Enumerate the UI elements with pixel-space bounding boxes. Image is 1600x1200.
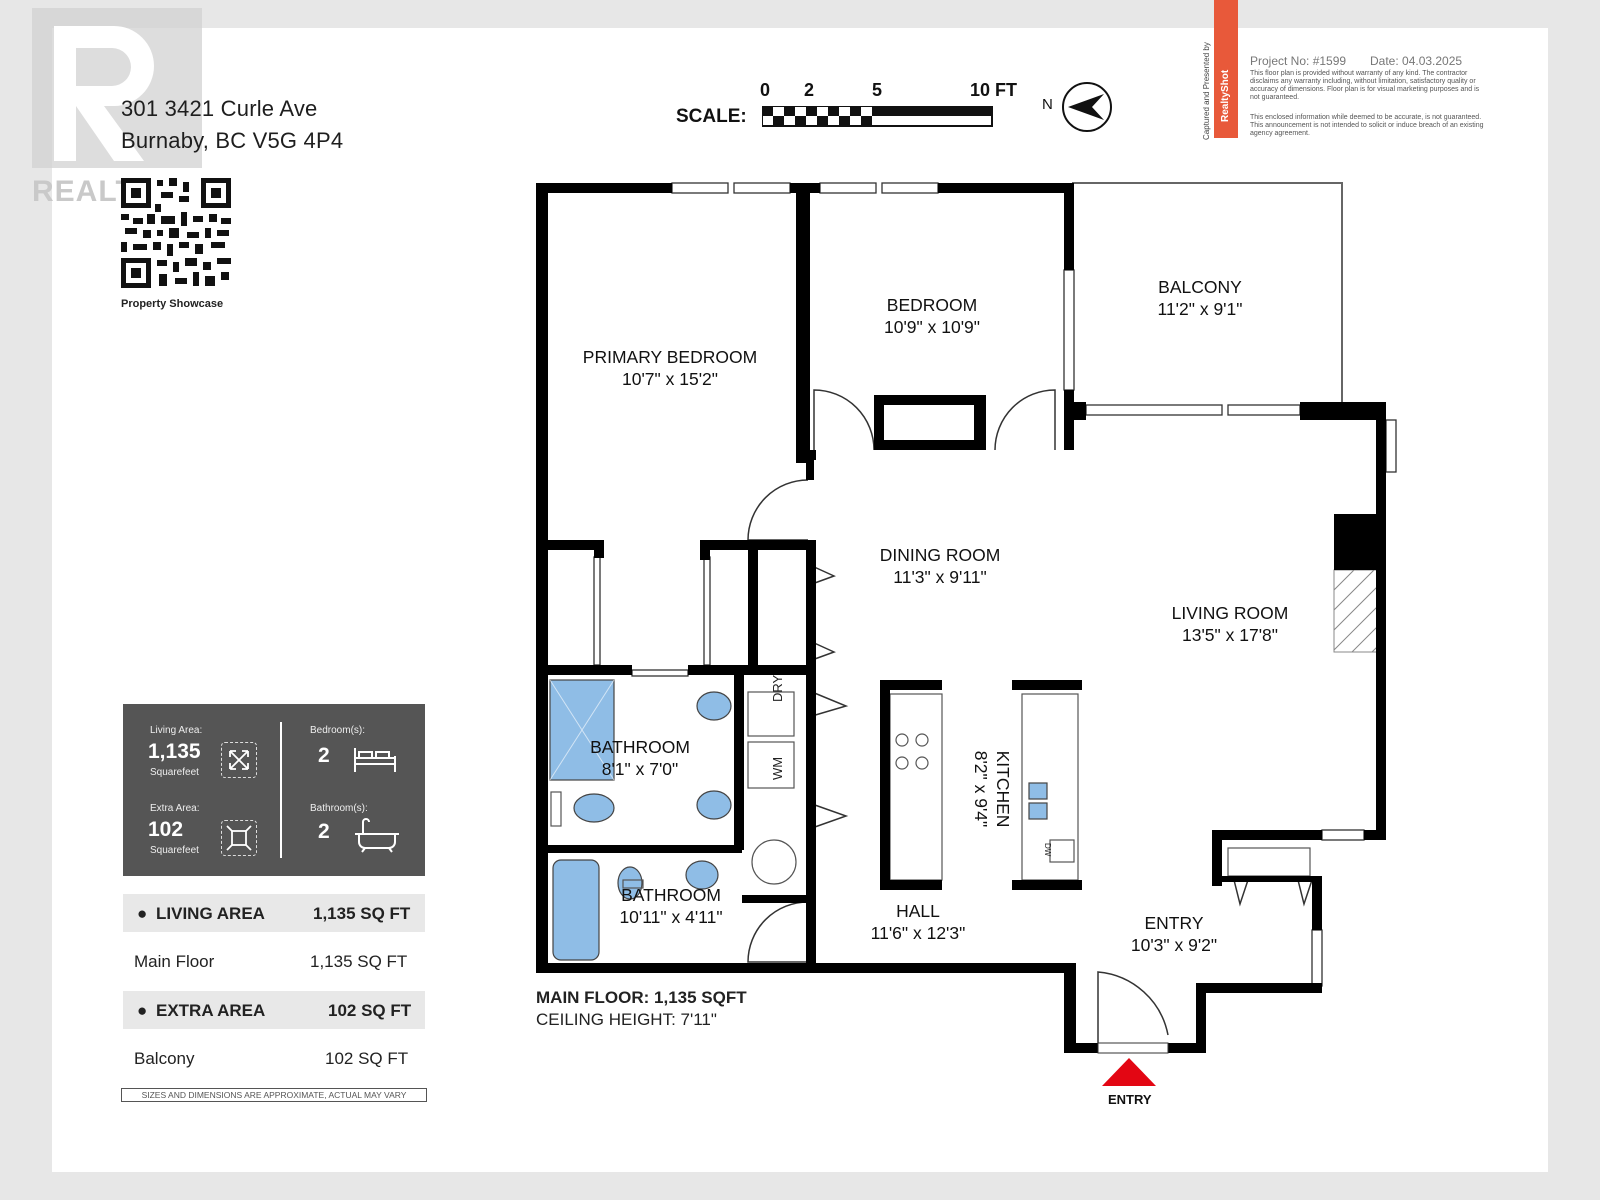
north-arrow-icon bbox=[1062, 82, 1112, 132]
stats-divider bbox=[280, 722, 282, 858]
scale-bar bbox=[762, 106, 993, 127]
scale-tick: 2 bbox=[804, 80, 815, 100]
expand-icon bbox=[221, 742, 257, 778]
scale-tick: 5 bbox=[872, 80, 883, 100]
sink-fixture bbox=[696, 790, 732, 820]
room-hall: HALL 11'6" x 12'3" bbox=[848, 900, 988, 944]
extra-area-header: EXTRA AREA bbox=[156, 1001, 265, 1021]
realtyshot-brand-bar[interactable] bbox=[1214, 0, 1238, 138]
room-living-room: LIVING ROOM 13'5" x 17'8" bbox=[1150, 602, 1310, 646]
room-dims: 8'1" x 7'0" bbox=[601, 759, 679, 779]
dryer-label: DRY bbox=[770, 674, 785, 702]
bathrooms-label: Bathroom(s): bbox=[310, 803, 368, 814]
living-area-value: 1,135 bbox=[148, 740, 201, 763]
bathtub-fixture bbox=[552, 859, 600, 961]
room-name: LIVING ROOM bbox=[1171, 603, 1289, 623]
balcony-outline bbox=[1072, 182, 1343, 402]
room-name: BATHROOM bbox=[621, 885, 721, 905]
room-bedroom: BEDROOM 10'9" x 10'9" bbox=[862, 294, 1002, 338]
extra-area-header-row bbox=[123, 991, 425, 1029]
north-label: N bbox=[1042, 96, 1053, 113]
entry-arrow-icon bbox=[1102, 1058, 1156, 1086]
scale-tick: 0 bbox=[760, 80, 771, 100]
dishwasher-label: DW bbox=[1043, 843, 1052, 857]
room-name: BATHROOM bbox=[590, 737, 690, 757]
sink-fixture bbox=[685, 860, 719, 890]
scale-tick: 10 FT bbox=[970, 80, 1018, 100]
bed-icon bbox=[354, 748, 396, 772]
living-area-header: LIVING AREA bbox=[156, 904, 265, 924]
extra-area-value: 102 bbox=[148, 818, 184, 841]
stats-panel: Living Area: 1,135 Squarefeet Extra Area… bbox=[123, 704, 425, 876]
sink-fixture bbox=[696, 691, 732, 721]
project-number: Project No: #1599 bbox=[1250, 54, 1347, 68]
balcony-value: 102 SQ FT bbox=[325, 1049, 409, 1068]
ceiling-height-caption: CEILING HEIGHT: 7'11" bbox=[536, 1010, 717, 1029]
room-dims: 11'2" x 9'1" bbox=[1157, 299, 1243, 319]
room-name: BALCONY bbox=[1158, 277, 1242, 297]
main-floor-label: Main Floor bbox=[134, 952, 215, 971]
living-area-total-text: 1,135 SQ FT bbox=[313, 904, 411, 923]
bathtub-icon bbox=[355, 818, 399, 853]
realtyshot-disclaimer-1: This floor plan is provided without warr… bbox=[1250, 70, 1480, 101]
balcony-label: Balcony bbox=[134, 1049, 195, 1068]
living-area-total: 1,135 SQ FT bbox=[313, 904, 410, 924]
extra-area-total-text: 102 SQ FT bbox=[328, 1001, 412, 1020]
bedrooms-value: 2 bbox=[318, 744, 330, 767]
extra-area-label: Extra Area: bbox=[150, 803, 200, 814]
room-kitchen: KITCHEN 8'2" x 9'4" bbox=[970, 725, 1014, 853]
room-name: PRIMARY BEDROOM bbox=[582, 347, 758, 367]
room-bathroom-1: BATHROOM 8'1" x 7'0" bbox=[570, 736, 710, 780]
qr-label: Property Showcase bbox=[121, 298, 224, 310]
room-bathroom-2: BATHROOM 10'11" x 4'11" bbox=[596, 884, 746, 928]
room-name: KITCHEN bbox=[993, 750, 1013, 828]
living-area-bullet: ● bbox=[137, 904, 148, 923]
room-dims: 13'5" x 17'8" bbox=[1182, 625, 1278, 645]
extra-area-total: 102 SQ FT bbox=[328, 1001, 411, 1021]
qr-code-icon[interactable] bbox=[121, 178, 231, 288]
washer-label: WM bbox=[770, 756, 785, 780]
extra-area-unit: Squarefeet bbox=[150, 845, 199, 856]
living-area-unit: Squarefeet bbox=[150, 767, 199, 778]
size-disclaimer: SIZES AND DIMENSIONS ARE APPROXIMATE, AC… bbox=[121, 1088, 427, 1102]
room-name: ENTRY bbox=[1144, 913, 1204, 933]
realtyshot-disclaimer-2: This enclosed information while deemed t… bbox=[1250, 114, 1484, 137]
realtor-r-logo bbox=[32, 8, 202, 168]
kitchen-sink-fixture bbox=[1028, 782, 1048, 800]
extra-area-header-text: EXTRA AREA bbox=[156, 1001, 266, 1020]
living-area-label: Living Area: bbox=[150, 725, 203, 736]
living-area-header-text: LIVING AREA bbox=[156, 904, 265, 923]
scale-label: SCALE: bbox=[676, 106, 747, 127]
room-dims: 11'6" x 12'3" bbox=[870, 923, 966, 943]
room-entry: ENTRY 10'3" x 9'2" bbox=[1104, 912, 1244, 956]
toilet-fixture bbox=[617, 866, 643, 900]
room-name: BEDROOM bbox=[886, 295, 978, 315]
room-dims: 10'9" x 10'9" bbox=[884, 317, 980, 337]
room-dims: 10'11" x 4'11" bbox=[619, 907, 723, 927]
room-primary-bedroom: PRIMARY BEDROOM 10'7" x 15'2" bbox=[570, 346, 770, 390]
address-line-2: Burnaby, BC V5G 4P4 bbox=[121, 128, 344, 153]
room-dims: 10'3" x 9'2" bbox=[1130, 935, 1218, 955]
toilet-fixture bbox=[573, 793, 615, 823]
area-frame-icon bbox=[221, 820, 257, 856]
project-date: Date: 04.03.2025 bbox=[1370, 54, 1463, 68]
room-dims: 8'2" x 9'4" bbox=[971, 750, 991, 828]
room-name: HALL bbox=[896, 901, 940, 921]
bedrooms-label: Bedroom(s): bbox=[310, 725, 366, 736]
main-floor-value: 1,135 SQ FT bbox=[310, 952, 408, 971]
kitchen-sink-fixture bbox=[1028, 802, 1048, 820]
room-name: DINING ROOM bbox=[879, 545, 1001, 565]
extra-area-bullet: ● bbox=[137, 1001, 148, 1020]
room-dims: 11'3" x 9'11" bbox=[893, 567, 987, 587]
room-dining-room: DINING ROOM 11'3" x 9'11" bbox=[860, 544, 1020, 588]
entry-marker-label: ENTRY bbox=[1108, 1092, 1152, 1107]
room-balcony: BALCONY 11'2" x 9'1" bbox=[1130, 276, 1270, 320]
main-floor-caption: MAIN FLOOR: 1,135 SQFT bbox=[536, 988, 747, 1007]
room-dims: 10'7" x 15'2" bbox=[622, 369, 718, 389]
bathrooms-value: 2 bbox=[318, 820, 330, 843]
living-area-header-row bbox=[123, 894, 425, 932]
address-line-1: 301 3421 Curle Ave bbox=[121, 96, 318, 121]
